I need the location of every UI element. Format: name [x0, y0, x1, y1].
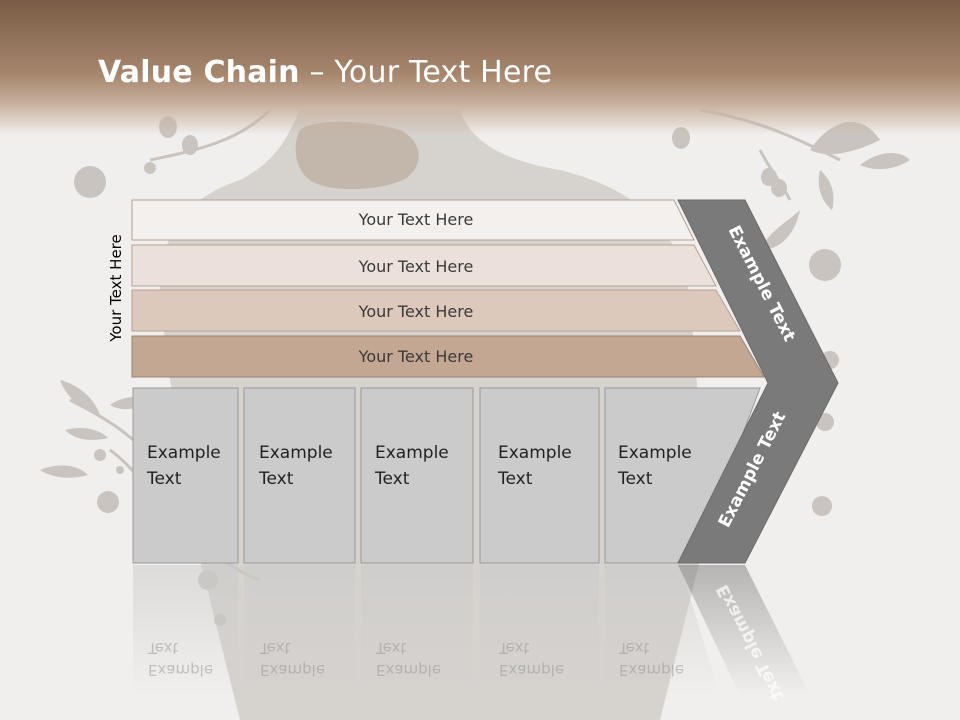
box-text-1-line2: Text	[147, 469, 182, 489]
title-bold: Value Chain	[98, 55, 300, 90]
page-title: Value Chain – Your Text Here	[98, 55, 552, 90]
box-text-4-line2: Text	[498, 469, 533, 489]
title-rest: – Your Text Here	[299, 55, 553, 90]
box-text-3-line2: Text	[375, 469, 410, 489]
box-text-1-line1: Example	[147, 443, 221, 463]
box-text-3-line1: Example	[375, 443, 449, 463]
row-label-3: Your Text Here	[358, 302, 474, 321]
box-reflection-3-line1: Example	[376, 661, 442, 679]
box-text-5-line1: Example	[618, 443, 692, 463]
box-reflection-4-line1: Example	[499, 661, 565, 679]
activity-box-3	[360, 387, 474, 564]
box-reflection-text-2: Example Text	[260, 637, 325, 681]
box-text-2-line1: Example	[259, 443, 333, 463]
row-bar-1	[131, 199, 695, 241]
box-reflection-5-line1: Example	[619, 661, 685, 679]
box-reflection-5-line2: Text	[619, 639, 650, 657]
box-text-2: Example Text	[259, 440, 333, 492]
activity-box-4	[479, 387, 600, 564]
row-bar-2	[131, 244, 717, 287]
box-reflection-3-line2: Text	[376, 639, 407, 657]
box-reflection-text-5: Example Text	[619, 637, 684, 681]
box-reflection-2-line2: Text	[260, 639, 291, 657]
row-bar-3	[131, 289, 741, 332]
activity-box-1	[132, 387, 239, 564]
activity-box-2	[243, 387, 356, 564]
box-text-5: Example Text	[618, 440, 692, 492]
box-reflection-1-line1: Example	[148, 661, 214, 679]
row-bars: Your Text Here Your Text Here Your Text …	[131, 199, 765, 378]
chevron-reflection	[678, 565, 810, 695]
chevron-arrow	[677, 199, 839, 564]
row-label-1: Your Text Here	[358, 210, 474, 229]
activity-boxes	[132, 387, 761, 564]
row-bar-4	[131, 335, 765, 378]
row-label-4: Your Text Here	[358, 347, 474, 366]
box-text-5-line2: Text	[618, 469, 653, 489]
box-reflection-text-4: Example Text	[499, 637, 564, 681]
box-text-2-line2: Text	[259, 469, 294, 489]
box-reflection-text-3: Example Text	[376, 637, 441, 681]
row-label-2: Your Text Here	[358, 257, 474, 276]
face-hand	[295, 121, 419, 190]
box-text-4-line1: Example	[498, 443, 572, 463]
box-text-1: Example Text	[147, 440, 221, 492]
box-reflection-1-line2: Text	[148, 639, 179, 657]
box-reflection-4-line2: Text	[499, 639, 530, 657]
box-text-3: Example Text	[375, 440, 449, 492]
box-reflection-text-1: Example Text	[148, 637, 213, 681]
header-band	[0, 0, 960, 135]
box-reflection-2-line1: Example	[260, 661, 326, 679]
box-text-4: Example Text	[498, 440, 572, 492]
activity-box-reflections	[133, 565, 720, 695]
